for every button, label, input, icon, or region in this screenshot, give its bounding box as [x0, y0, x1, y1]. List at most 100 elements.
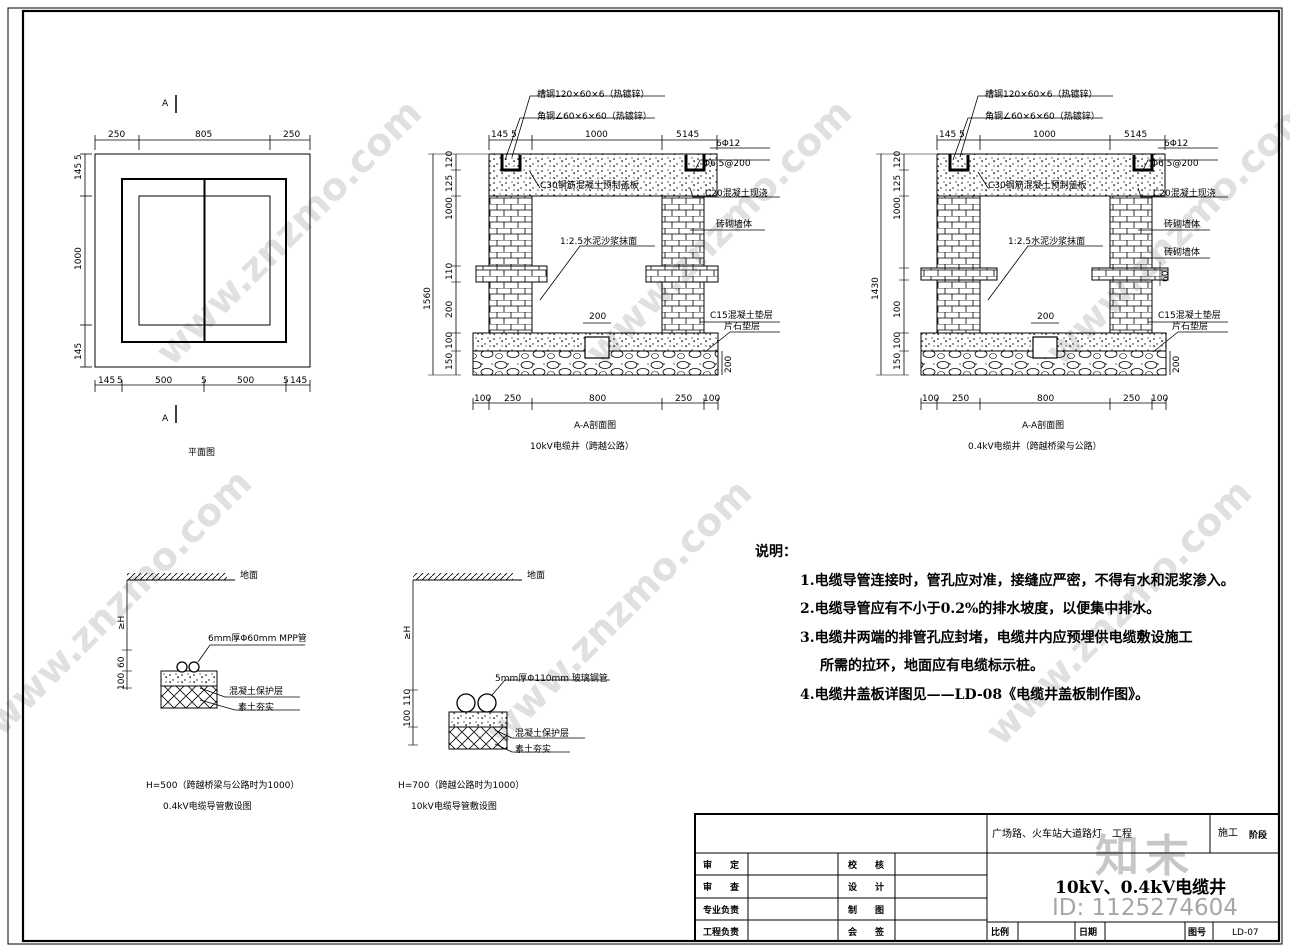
tb-role-left-4: 工程负责: [703, 926, 739, 938]
s10-dim-left-6: 100: [445, 332, 455, 349]
plan-dim-bottom-4: 5: [201, 376, 207, 386]
s04-dim-top-5: 145: [1130, 130, 1147, 140]
p10-protect-label: 混凝土保护层: [515, 727, 569, 739]
s04-dim-left-4: 60: [1161, 270, 1171, 282]
plan-dim-bottom-2: 5: [117, 376, 123, 386]
p04-dim-1: 100: [117, 673, 127, 690]
s04-cast-label: C20混凝土现浇: [1153, 187, 1216, 199]
p10-note: H=700（跨越公路时为1000）: [398, 779, 524, 791]
plan-dim-bottom-6: 5: [283, 376, 289, 386]
s04-rebar-label: 6Φ12: [1164, 139, 1188, 149]
notes-block: 说明： 1.电缆导管连接时，管孔应对准，接缝应严密，不得有水和泥浆渗入。 2.电…: [755, 538, 1275, 709]
plan-view: [80, 95, 311, 423]
s10-subtitle: A-A剖面图: [574, 419, 616, 431]
tb-drawing-no: LD-07: [1232, 928, 1259, 938]
s10-dim-top-5: 145: [682, 130, 699, 140]
s04-dim-bottom-1: 100: [922, 394, 939, 404]
tb-role-right-4: 会 签: [848, 926, 885, 938]
s10-dim-left-1: 120: [445, 151, 455, 168]
s04-stirrup-label: Φ6.5@200: [1151, 159, 1199, 169]
s10-dim-top-3: 1000: [585, 130, 608, 140]
s04-cover-label: C30钢筋混凝土预制盖板: [988, 179, 1087, 191]
p10-title: 10kV电缆导管敷设图: [411, 800, 497, 812]
p04-ground-label: 地面: [240, 569, 258, 581]
p10-ground-label: 地面: [527, 569, 545, 581]
p10-dim-1: 100: [403, 710, 413, 727]
s04-dim-left-7: 150: [893, 353, 903, 370]
title-block-grid: [694, 813, 1280, 942]
s04-plaster-label: 1:2.5水泥沙浆抹面: [1008, 235, 1085, 247]
s04-dim-bottom-3: 800: [1037, 394, 1054, 404]
s04-dim-bottom-4: 250: [1123, 394, 1140, 404]
plan-dim-left-1: 5: [74, 154, 84, 160]
tb-project: 广场路、火车站大道路灯 工程: [992, 827, 1132, 840]
watermark-image-id: ID: 1125274604: [1052, 895, 1238, 921]
s04-dim-left-3: 1000: [893, 197, 903, 220]
plan-dim-left-2: 145: [74, 163, 84, 180]
note-item-2: 2.电缆导管应有不小于0.2%的排水坡度，以便集中排水。: [800, 601, 1161, 617]
s10-stone-height: 200: [724, 356, 734, 373]
inner-border: [21, 9, 1281, 943]
s10-drain-width: 200: [589, 312, 606, 322]
s04-dim-bottom-2: 250: [952, 394, 969, 404]
s04-stone-label: 片石垫层: [1172, 320, 1208, 332]
s10-dim-bottom-4: 250: [675, 394, 692, 404]
plan-dim-top-1: 250: [108, 130, 125, 140]
p10-pipe-label: 5mm厚Φ110mm 玻璃钢管: [495, 672, 608, 684]
p04-soil-label: 素土夯实: [238, 701, 274, 713]
p04-h-label: ≥H: [117, 616, 127, 630]
plan-dim-bottom-7: 145: [290, 376, 307, 386]
s04-drain-width: 200: [1037, 312, 1054, 322]
note-item-3-cont: 所需的拉环，地面应有电缆标示桩。: [820, 658, 1044, 674]
s10-cast-label: C20混凝土现浇: [705, 187, 768, 199]
s04-dim-top-3: 1000: [1033, 130, 1056, 140]
s10-stone-label: 片石垫层: [724, 320, 760, 332]
tb-role-right-3: 制 图: [848, 904, 884, 916]
s10-dim-left-4: 110: [445, 263, 455, 280]
plan-dim-bottom-3: 500: [155, 376, 172, 386]
notes-heading: 说明：: [755, 544, 797, 560]
s10-dim-left-3: 1000: [445, 197, 455, 220]
s04-dim-top-1: 145: [939, 130, 956, 140]
s04-title: 0.4kV电缆井（跨越桥梁与公路）: [968, 440, 1102, 452]
plan-section-marker-top: A: [162, 99, 169, 109]
plan-dim-top-3: 250: [283, 130, 300, 140]
s10-dim-top-2: 5: [511, 130, 517, 140]
s10-dim-top-1: 145: [491, 130, 508, 140]
p10-h-label: ≥H: [403, 626, 413, 640]
s04-wall-label-1: 砖砌墙体: [1164, 218, 1200, 230]
section-04kv-drawing: [876, 95, 1228, 410]
s10-dim-bottom-1: 100: [474, 394, 491, 404]
p04-protect-label: 混凝土保护层: [229, 685, 283, 697]
s04-dim-left-2: 125: [893, 175, 903, 192]
tb-role-left-2: 审 查: [703, 881, 740, 893]
s10-total-height: 1560: [423, 287, 433, 310]
s04-dim-top-2: 5: [959, 130, 965, 140]
s10-dim-top-4: 5: [676, 130, 682, 140]
s10-wall-label: 砖砌墙体: [716, 218, 752, 230]
s10-dim-bottom-5: 100: [703, 394, 720, 404]
s10-channel-label: 槽钢120×60×6（热镀锌）: [537, 88, 649, 100]
plan-dim-left-3: 1000: [74, 247, 84, 270]
tb-stage: 施工: [1218, 826, 1238, 839]
tb-date-label: 日期: [1079, 926, 1097, 938]
s04-angle-label: 角钢∠60×6×60（热镀锌）: [985, 110, 1100, 122]
s10-stirrup-label: Φ6.5@200: [703, 159, 751, 169]
s10-cushion-label: C15混凝土垫层: [710, 309, 773, 321]
section-10kv-drawing: [428, 95, 780, 410]
s04-total-height: 1430: [871, 277, 881, 300]
tb-role-right-2: 设 计: [848, 881, 884, 893]
s04-dim-left-5: 100: [893, 301, 903, 318]
s04-dim-left-6: 100: [893, 332, 903, 349]
s04-cushion-label: C15混凝土垫层: [1158, 309, 1221, 321]
tb-stage-suffix: 阶段: [1249, 829, 1268, 841]
tb-drawing-title: 10kV、0.4kV电缆井: [1055, 877, 1226, 898]
tb-role-right-1: 校 核: [848, 859, 884, 871]
watermark-brand: 知末: [1095, 831, 1195, 882]
s04-dim-left-1: 120: [893, 151, 903, 168]
s10-dim-bottom-2: 250: [504, 394, 521, 404]
s10-rebar-label: 6Φ12: [716, 139, 740, 149]
s04-subtitle: A-A剖面图: [1022, 419, 1064, 431]
plan-title: 平面图: [188, 447, 215, 458]
